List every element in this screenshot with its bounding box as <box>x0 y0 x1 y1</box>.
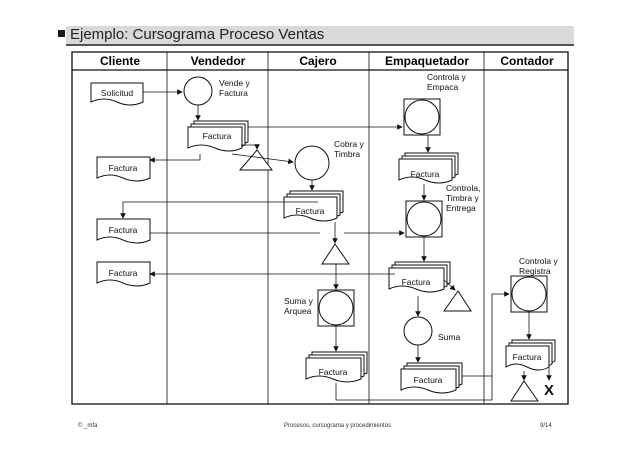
operation-controla-registra <box>510 275 548 313</box>
document-factura-cliente-1 <box>96 156 151 182</box>
title-bullet-icon <box>58 30 65 37</box>
document-stack-factura-cajero-1 <box>283 190 344 222</box>
label-factura-cliente-1: Factura <box>109 163 138 173</box>
lane-header-vendedor: Vendedor <box>191 54 246 68</box>
slide-title-bar: Ejemplo: Cursograma Proceso Ventas <box>0 0 638 56</box>
label-controla-timbra-entrega: Controla, Timbra y Entrega <box>446 183 483 213</box>
footer-page-number: 9/14 <box>540 423 552 429</box>
label-solicitud: Solicitud <box>101 88 133 98</box>
document-stack-factura-cajero-2 <box>305 351 368 383</box>
label-suma-arquea: Suma y Arquea <box>284 296 315 316</box>
lane-grid <box>71 51 569 405</box>
operation-suma-arquea <box>317 289 355 327</box>
flow-connectors <box>120 89 552 401</box>
archive-triangle-cajero <box>321 243 350 265</box>
label-factura-empaquetador-3: Factura <box>414 375 443 385</box>
operation-cobra-timbra <box>294 145 330 181</box>
label-controla-registra: Controla y Registra <box>519 256 560 276</box>
footer-center: Procesos, cursograma y procedimientos <box>284 423 392 429</box>
lane-header-cajero: Cajero <box>299 54 336 68</box>
title-underline <box>66 44 574 46</box>
label-factura-cliente-3: Factura <box>109 268 138 278</box>
label-suma: Suma <box>438 332 460 342</box>
footer-left: © _mfa <box>78 423 98 429</box>
archive-triangle-empaquetador <box>443 290 472 312</box>
title-bar <box>66 26 574 44</box>
document-solicitud <box>90 82 144 106</box>
document-factura-cliente-2 <box>96 218 151 244</box>
label-factura-cliente-2: Factura <box>109 225 138 235</box>
lane-header-contador: Contador <box>500 54 554 68</box>
label-factura-empaquetador-2: Factura <box>402 277 431 287</box>
operation-suma <box>403 316 433 346</box>
label-factura-cajero-2: Factura <box>319 367 348 377</box>
label-factura-cajero-1: Factura <box>296 206 325 216</box>
title-decoration <box>58 26 574 46</box>
operation-controla-empaca <box>403 98 441 136</box>
label-factura-vendedor: Factura <box>203 131 232 141</box>
label-cobra-timbra: Cobra y Timbra <box>334 139 366 159</box>
document-stack-factura-empaquetador-3 <box>400 362 463 394</box>
end-mark-icon: X <box>544 382 554 399</box>
archive-triangle-contador <box>510 380 539 402</box>
label-factura-empaquetador-1: Factura <box>411 169 440 179</box>
document-stack-factura-vendedor <box>187 120 249 152</box>
label-vende-factura: Vende y Factura <box>219 78 252 98</box>
label-controla-empaca: Controla y Empaca <box>427 72 468 92</box>
lane-header-cliente: Cliente <box>100 54 140 68</box>
label-factura-contador: Factura <box>513 352 542 362</box>
lane-header-empaquetador: Empaquetador <box>385 54 469 68</box>
document-factura-cliente-3 <box>96 261 151 287</box>
document-stack-factura-empaquetador-1 <box>398 152 459 184</box>
operation-controla-timbra-entrega <box>405 200 443 238</box>
slide-title: Ejemplo: Cursograma Proceso Ventas <box>70 26 325 43</box>
document-stack-factura-contador <box>505 339 556 371</box>
operation-vende-factura <box>183 76 213 106</box>
document-stack-factura-empaquetador-2 <box>388 261 451 293</box>
archive-triangle-vendedor <box>238 149 273 171</box>
